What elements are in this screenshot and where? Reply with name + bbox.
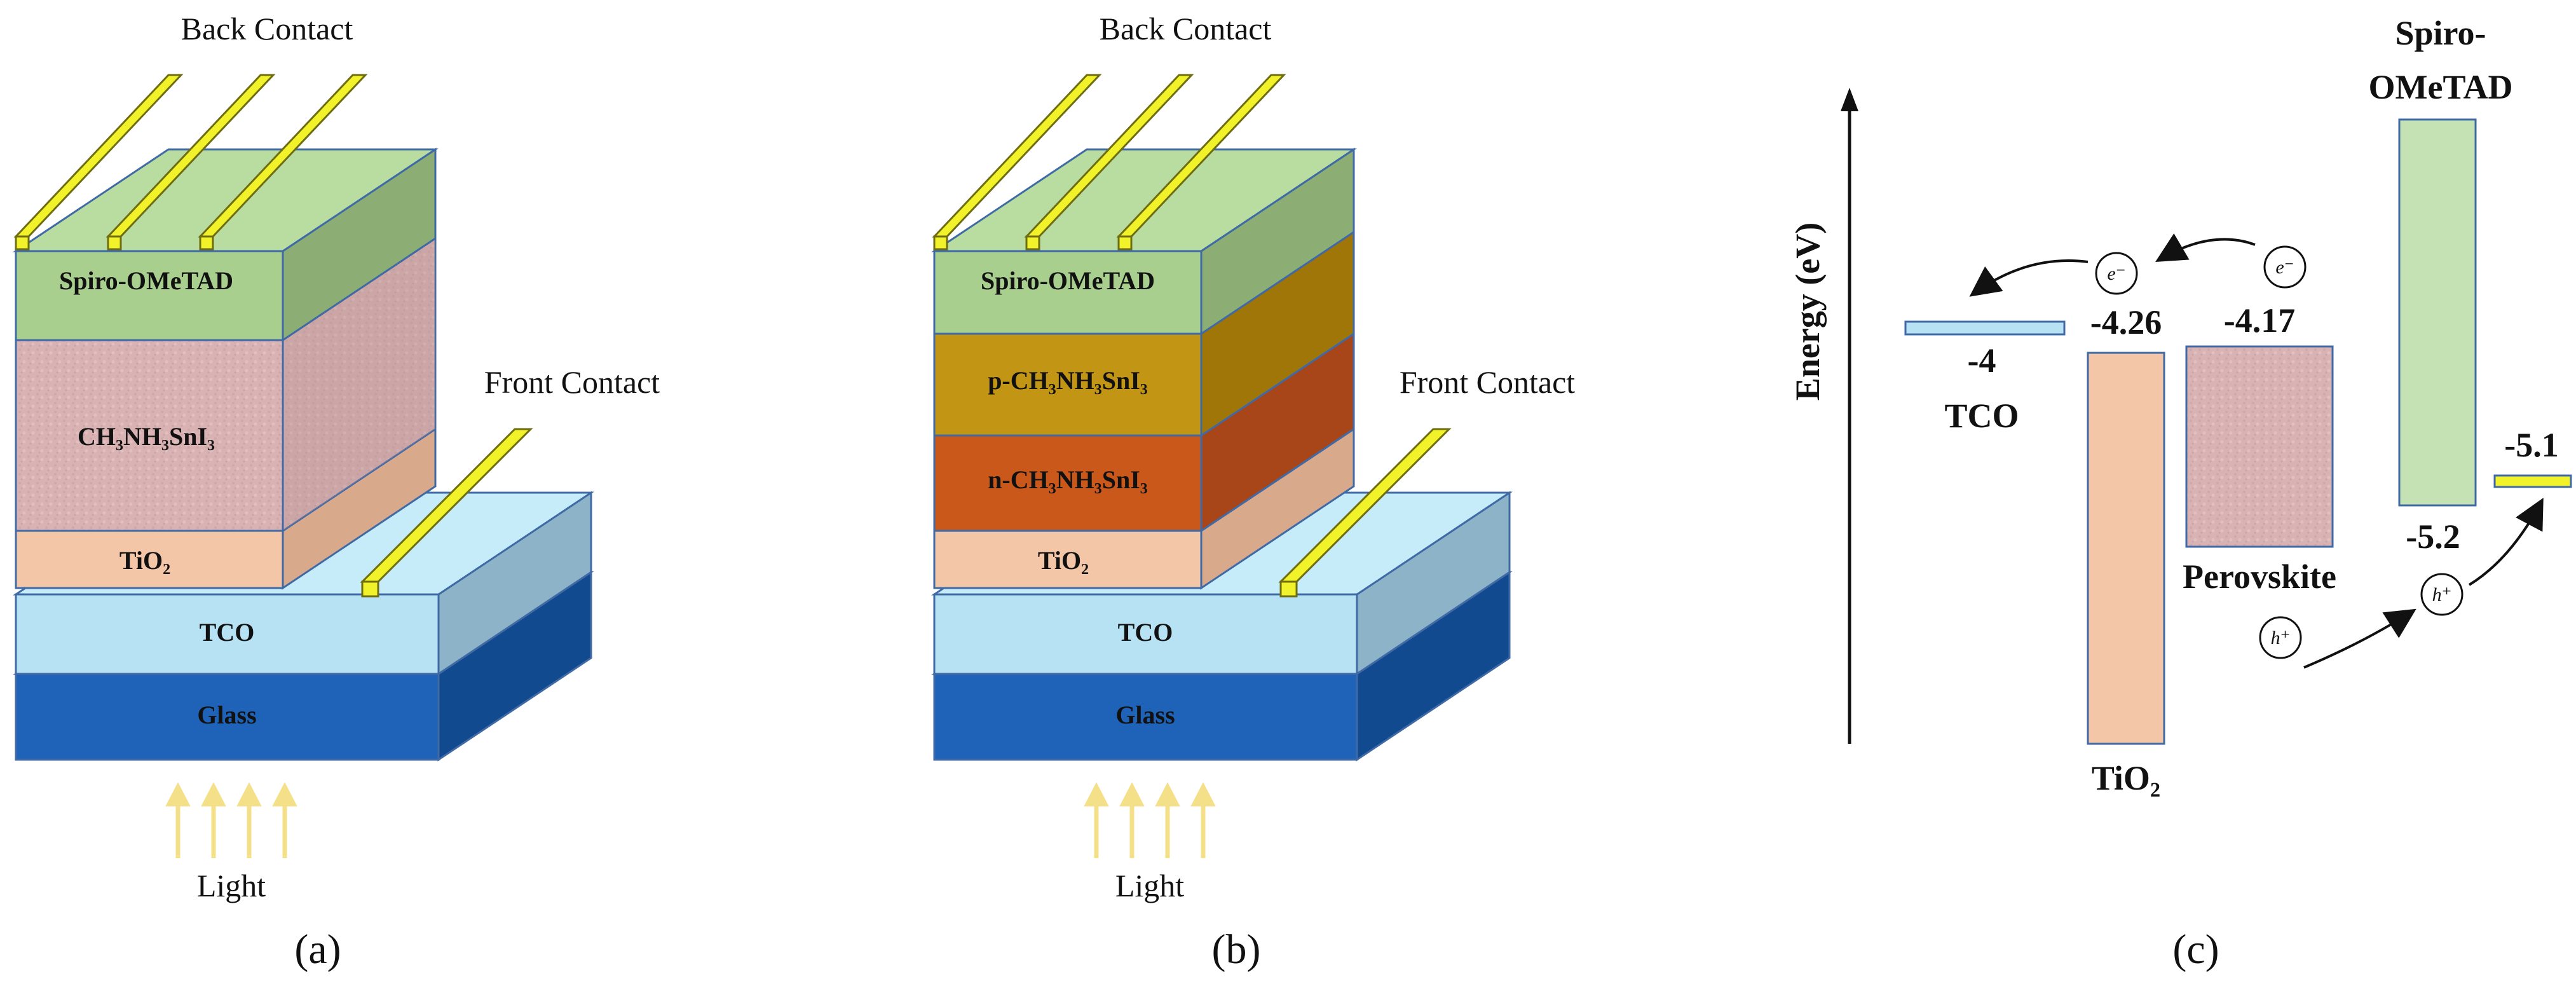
hole-label-left: h⁺ [2271, 627, 2291, 648]
hole-transport: h⁺ h⁺ [2259, 497, 2544, 669]
spiro-value: -5.2 [2406, 517, 2460, 556]
electron-label-left: e⁻ [2107, 263, 2125, 284]
back-contact-fingers [13, 74, 368, 250]
p-absorber-label: p-CH₃NH₃SnI₃ [988, 366, 1148, 395]
electron-marker-left [2095, 252, 2138, 295]
tio2-label: TiO₂ [119, 546, 170, 575]
light-arrows [1084, 782, 1216, 858]
spiro-band [2398, 118, 2477, 507]
tco-label: TCO [1944, 397, 2019, 435]
caption-b: (b) [1212, 926, 1261, 973]
glass-label: Glass [1115, 701, 1175, 729]
back-contact-label: Back Contact [181, 11, 353, 46]
front-contact-finger [1278, 428, 1452, 598]
tio2-layer: TiO₂ [933, 427, 1355, 590]
electron-arrow-1 [2155, 233, 2256, 263]
p-absorber-layer: p-CH₃NH₃SnI₃ [933, 230, 1355, 437]
perovskite-band [2185, 345, 2334, 548]
back-contact-label: Back Contact [1100, 11, 1272, 46]
tco-value: -4 [1968, 341, 1996, 380]
back-finger-3-end [199, 235, 214, 250]
front-contact-label: Front Contact [484, 364, 660, 400]
spiro-label-line1: Spiro- [2395, 14, 2486, 52]
electron-arrow-2 [1969, 259, 2089, 297]
light-arrows [165, 782, 297, 858]
tio2-layer: TiO₂ [15, 427, 437, 590]
spiro-label-line2: OMeTAD [2369, 68, 2513, 106]
absorber-label: CH₃NH₃SnI₃ [78, 422, 215, 451]
front-contact-label: Front Contact [1400, 364, 1575, 400]
panel-b: Glass TCO TiO₂ n-CH₃NH₃SnI₃ p-CH₃NH₃SnI₃ [931, 11, 1575, 973]
light-label: Light [197, 868, 266, 903]
energy-axis [1841, 88, 1858, 744]
tio2-band [2087, 352, 2165, 745]
back-finger-2-end [107, 235, 122, 250]
caption-a: (a) [294, 926, 341, 973]
spiro-label: Spiro-OMeTAD [59, 266, 233, 295]
tco-level [1904, 320, 2066, 336]
contact-level [2493, 474, 2572, 488]
energy-axis-label: Energy (eV) [1789, 223, 1827, 401]
tio2-label: TiO₂ [1038, 546, 1089, 575]
n-absorber-layer: n-CH₃NH₃SnI₃ [933, 332, 1355, 533]
back-contact-fingers [932, 74, 1286, 250]
contact-value: -5.1 [2504, 426, 2558, 464]
back-finger-1-end [15, 235, 30, 250]
absorber-layer: CH₃NH₃SnI₃ [15, 236, 437, 533]
hole-label-right: h⁺ [2432, 584, 2452, 605]
electron-marker-right [2263, 245, 2307, 289]
tio2-value: -4.26 [2090, 303, 2162, 341]
hole-arrow-2 [2468, 497, 2544, 586]
tco-label: TCO [1118, 618, 1173, 647]
panel-a: Glass TCO TiO₂ CH₃NH₃SnI₃ Spiro-OMeTAD [13, 11, 660, 973]
light-label: Light [1115, 868, 1184, 903]
tco-label: TCO [200, 618, 255, 647]
hole-marker-left [2259, 616, 2302, 659]
hole-marker-right [2420, 573, 2464, 616]
front-contact-finger [360, 428, 533, 598]
electron-transport: e⁻ e⁻ [1969, 233, 2307, 297]
n-absorber-label: n-CH₃NH₃SnI₃ [988, 465, 1148, 494]
glass-label: Glass [197, 701, 256, 729]
hole-arrow-1 [2303, 608, 2416, 669]
caption-c: (c) [2172, 926, 2219, 973]
tio2-label: TiO₂ [2092, 759, 2160, 797]
electron-label-right: e⁻ [2275, 257, 2294, 278]
perovskite-value: -4.17 [2224, 301, 2295, 339]
panel-c: Energy (eV) -4 TCO -4.26 TiO₂ -4.17 Pero… [1789, 14, 2572, 973]
spiro-label: Spiro-OMeTAD [981, 266, 1155, 295]
perovskite-label: Perovskite [2183, 558, 2336, 596]
